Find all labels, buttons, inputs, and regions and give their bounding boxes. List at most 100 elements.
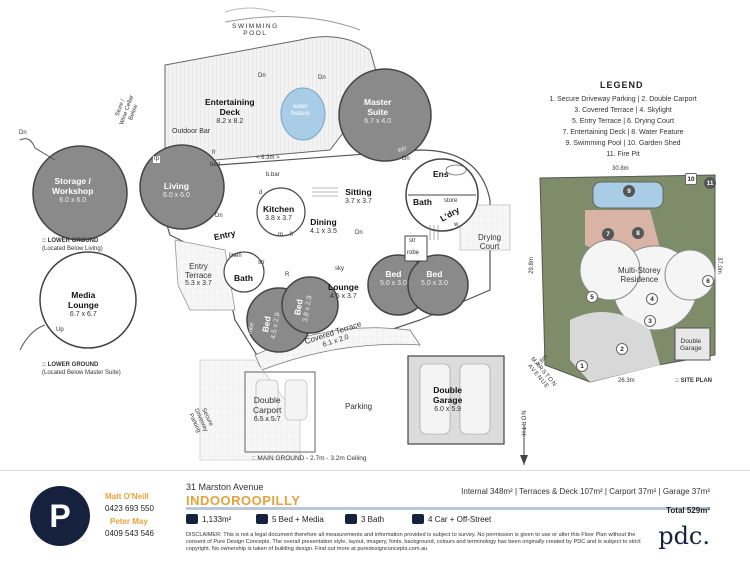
storage-workshop-size: 6.0 x 6.0 <box>59 196 87 204</box>
lounge-size: 4.5 x 3.7 <box>329 293 357 301</box>
r-label: R <box>285 272 290 278</box>
bed-b-label: Bed 5.0 x 3.0 <box>421 269 448 288</box>
feature-bed-text: 5 Bed + Media <box>272 514 324 524</box>
site-plan-label: :: SITE PLAN <box>675 378 712 384</box>
property-address: 31 Marston Avenue <box>186 482 264 492</box>
sitting-name: Sitting <box>345 187 372 197</box>
site-marker-7: 7 <box>602 228 614 240</box>
media-lounge-label: Media Lounge 6.7 x 6.7 <box>68 290 99 319</box>
legend-line-4: 7. Entertaining Deck | 8. Water Feature <box>562 129 684 136</box>
lower-ground-1-sub: (Located Below Living) <box>42 246 103 252</box>
site-marker-8: 8 <box>632 227 644 239</box>
w-label: w <box>454 222 459 228</box>
floor-plan-drawing <box>19 7 716 465</box>
site-marker-10: 10 <box>685 173 697 185</box>
feature-bath: 3 Bath <box>345 514 384 524</box>
dn-label-6: Dn <box>402 156 410 162</box>
legend-line-1: 1. Secure Driveway Parking | 2. Double C… <box>549 96 697 103</box>
bed-a-label: Bed 5.0 x 3.0 <box>380 269 407 288</box>
butlers-bar-label: b.bar <box>266 172 280 178</box>
storage-workshop-name: Storage / Workshop <box>52 176 94 196</box>
agent1-phone[interactable]: 0423 693 550 <box>105 504 154 513</box>
bed-b-size: 5.0 x 3.0 <box>421 280 448 288</box>
site-marker-6: 6 <box>702 275 714 287</box>
dining-name: Dining <box>310 217 337 227</box>
feature-bed: 5 Bed + Media <box>256 514 324 524</box>
double-carport-name: Double Carport <box>253 395 282 415</box>
parking-label: Parking <box>345 402 373 411</box>
north-label: NORTH <box>519 410 526 437</box>
agent1-name: Matt O'Neill <box>105 492 149 501</box>
living-size: 6.0 x 6.0 <box>163 192 190 200</box>
site-residence-label: Multi-Storey Residence <box>618 266 661 285</box>
land-size-icon <box>186 514 198 524</box>
dining-size: 4.1 x 3.5 <box>310 228 337 236</box>
legend-line-6: 11. Fire Pit <box>606 151 640 158</box>
swimming-pool-label: SWIMMING POOL <box>232 23 279 38</box>
property-suburb: INDOOROOPILLY <box>186 493 301 508</box>
entertaining-deck-size: 8.2 x 8.2 <box>216 117 244 125</box>
entry-terrace-size: 5.3 x 3.7 <box>185 280 212 288</box>
site-dim-left: 29.8m <box>528 257 535 274</box>
lounge-name: Lounge <box>328 282 359 292</box>
media-lounge-name: Media Lounge <box>68 290 99 310</box>
water-feature-label: water feature <box>291 104 310 117</box>
dn-label-5: Dn <box>215 213 223 219</box>
area-divider-bar <box>186 507 708 510</box>
dn-label-3: Dn <box>19 130 27 136</box>
site-garage-label: Double Garage <box>680 338 702 353</box>
footer: P Matt O'Neill 0423 693 550 Peter May 04… <box>0 470 750 562</box>
site-dim-bottom: 26.3m <box>618 378 635 384</box>
robe-right-label: robe <box>407 250 420 256</box>
entry-terrace-label: Entry Terrace 5.3 x 3.7 <box>185 262 212 288</box>
skylight-label: sky <box>335 266 344 272</box>
legend-line-2: 3. Covered Terrace | 4. Skylight <box>574 107 672 114</box>
drying-court-label: Drying Court <box>478 233 502 252</box>
str-right-label: str <box>409 238 416 244</box>
fr-label: fr <box>212 150 216 156</box>
double-garage-label: Double Garage 6.0 x 5.9 <box>433 385 462 414</box>
site-marker-4: 4 <box>646 293 658 305</box>
lower-ground-1-label: :: LOWER GROUND <box>42 238 99 244</box>
site-dim-right: 37.0m <box>715 257 722 274</box>
feature-car-text: 4 Car + Off-Street <box>428 514 492 524</box>
entertaining-deck-label: Entertaining Deck 8.2 x 8.2 <box>205 97 255 126</box>
feature-land: 1,133m² <box>186 514 231 524</box>
floor-plan: SWIMMING POOL Entertaining Deck 8.2 x 8.… <box>19 7 722 465</box>
agent2-phone[interactable]: 0409 543 546 <box>105 529 154 538</box>
bath-lower-label: Bath <box>234 273 253 283</box>
sitting-size: 3.7 x 3.7 <box>345 198 372 206</box>
up-label: Up <box>56 327 64 333</box>
site-marker-9: 9 <box>623 185 635 197</box>
legend-title: LEGEND <box>600 80 644 90</box>
site-marker-2: 2 <box>616 343 628 355</box>
agent2-name: Peter May <box>110 517 148 526</box>
dimension-6-3m: < 6.3m > <box>256 155 280 161</box>
fr2-label: fr <box>290 232 294 238</box>
laundry-store-label: store <box>444 198 458 204</box>
dining-label: Dining 4.1 x 3.5 <box>310 217 337 236</box>
feature-bath-text: 3 Bath <box>361 514 385 524</box>
area-breakdown: Internal 348m² | Terraces & Deck 107m² |… <box>461 487 710 496</box>
bed-small-label: bed <box>210 162 221 168</box>
disclaimer-text: DISCLAIMER: This is not a legal document… <box>186 532 641 552</box>
master-suite-label: Master Suite 6.7 x 4.0 <box>364 97 392 126</box>
living-label: Living 6.0 x 6.0 <box>163 181 190 200</box>
master-suite-size: 6.7 x 4.0 <box>364 117 392 125</box>
sitting-label: Sitting 3.7 x 3.7 <box>345 187 372 206</box>
bath-upper-label: Bath <box>413 197 432 207</box>
d-label: d <box>259 190 263 196</box>
kitchen-label: Kitchen 3.8 x 3.7 <box>263 204 294 223</box>
total-area: Total 529m² <box>666 506 710 515</box>
living-name: Living <box>163 181 189 191</box>
site-marker-5: 5 <box>586 291 598 303</box>
fireplace-label: fp <box>153 156 161 163</box>
lower-ground-2-sub: (Located Below Master Suite) <box>42 370 121 376</box>
bed-a-size: 5.0 x 3.0 <box>380 280 407 288</box>
kitchen-size: 3.8 x 3.7 <box>265 215 293 223</box>
entry-terrace-name: Entry Terrace <box>185 262 212 281</box>
site-dim-top: 30.8m <box>612 166 629 172</box>
double-carport-size: 6.5 x 5.7 <box>253 415 281 423</box>
double-garage-size: 6.0 x 5.9 <box>434 405 462 413</box>
footer-divider <box>0 470 750 471</box>
